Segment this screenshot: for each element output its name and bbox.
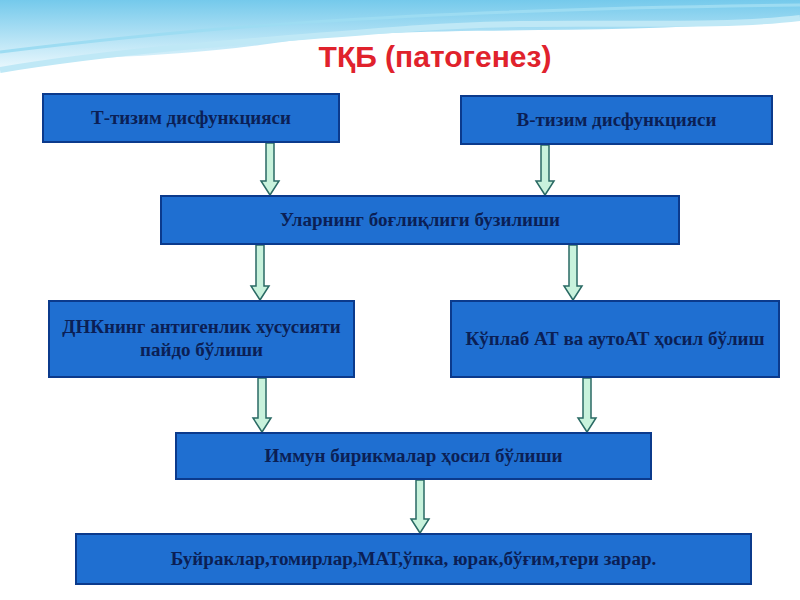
process-box: ДНКнинг антигенлик хусусияти пайдо бўлиш… [48,300,355,378]
flow-arrow [253,378,271,432]
arrow-shape [564,245,582,300]
arrow-shape [536,145,554,195]
arrow-shape [261,143,279,195]
diagram-title: ТҚБ (патогенез) [0,40,800,74]
flow-arrow [536,145,554,195]
arrow-shape [253,378,271,432]
box-text: Иммун бирикмалар ҳосил бўлиши [258,445,568,468]
flow-arrow [251,245,269,300]
process-box: В-тизим дисфункцияси [460,95,773,145]
process-box: Т-тизим дисфункцияси [42,93,340,143]
arrow-shape [411,480,429,533]
box-text: Т-тизим дисфункцияси [85,107,297,130]
process-box: Уларнинг боғлиқлиги бузилиши [160,195,680,245]
process-box: Кўплаб АТ ва аутоАТ ҳосил бўлиш [450,300,780,378]
flow-arrow [261,143,279,195]
arrow-shape [578,378,596,432]
box-text: Буйраклар,томирлар,МАТ,ўпка, юрак,бўғим,… [165,548,662,571]
box-text: ДНКнинг антигенлик хусусияти пайдо бўлиш… [50,316,353,362]
box-text: Кўплаб АТ ва аутоАТ ҳосил бўлиш [459,328,770,351]
process-box: Буйраклар,томирлар,МАТ,ўпка, юрак,бўғим,… [75,533,752,585]
flow-arrow [564,245,582,300]
flow-arrow [411,480,429,533]
box-text: Уларнинг боғлиқлиги бузилиши [274,209,566,232]
process-box: Иммун бирикмалар ҳосил бўлиши [175,432,652,480]
arrow-shape [251,245,269,300]
flow-arrow [578,378,596,432]
box-text: В-тизим дисфункцияси [511,109,723,132]
